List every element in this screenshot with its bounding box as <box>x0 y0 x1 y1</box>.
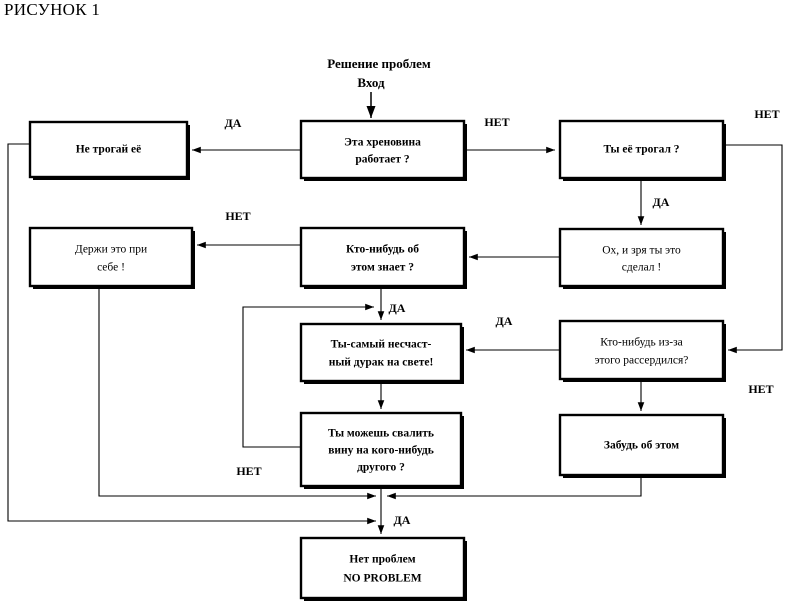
edge-dont-touch-return-bus <box>7 143 376 525</box>
node-blame-someone-line-2: вину на кого-нибудь <box>328 445 434 457</box>
edge-label-no-did-you-touch: НЕТ <box>484 115 509 129</box>
node-no-problem[interactable]: Нет проблем NO PROBLEM <box>299 536 467 601</box>
edge-forget-it-to-final-junction <box>387 475 642 500</box>
edge-blame-someone-no-loop <box>242 303 374 448</box>
node-unhappy-fool-line-2: ный дурак на свете! <box>329 357 434 369</box>
node-forget-it-line-1: Забудь об этом <box>604 440 679 452</box>
edge-label-yes-shouldnt-have: ДА <box>653 195 670 209</box>
edge-label-no-keep-to-yourself: НЕТ <box>225 209 250 223</box>
node-works-line-2: работает ? <box>355 154 410 166</box>
diagram-entry-label: Вход <box>357 75 385 90</box>
node-did-you-touch[interactable]: Ты её трогал ? <box>558 119 726 181</box>
node-forget-it[interactable]: Забудь об этом <box>558 413 726 478</box>
node-dont-touch-line-1: Не трогай её <box>76 144 142 156</box>
node-blame-someone[interactable]: Ты можешь свалить вину на кого-нибудь др… <box>299 411 464 489</box>
edge-label-no-far-right-top: НЕТ <box>754 107 779 121</box>
node-keep-to-yourself-line-2: себе ! <box>97 262 125 274</box>
node-no-problem-line-2: NO PROBLEM <box>343 573 421 585</box>
node-anyone-knows-line-2: этом знает ? <box>351 262 414 274</box>
node-unhappy-fool[interactable]: Ты-самый несчаст- ный дурак на свете! <box>299 322 464 384</box>
node-dont-touch[interactable]: Не трогай её <box>28 120 190 180</box>
edge-keep-to-yourself-to-bottom-bus <box>98 286 376 500</box>
node-blame-someone-line-3: другого ? <box>357 462 405 474</box>
node-shouldnt-have-line-2: сделал ! <box>622 262 661 274</box>
node-keep-to-yourself-line-1: Держи это при <box>75 244 147 256</box>
node-shouldnt-have-line-1: Ох, и зря ты это <box>602 245 681 257</box>
node-keep-to-yourself[interactable]: Держи это при себе ! <box>28 226 195 289</box>
edge-label-yes-anyone-angry: ДА <box>496 314 513 328</box>
edge-label-group: ДА НЕТ НЕТ ДА НЕТ ДА ДА НЕТ НЕТ ДА <box>225 107 780 527</box>
edge-label-no-anyone-angry: НЕТ <box>748 382 773 396</box>
node-works[interactable]: Эта хреновина работает ? <box>299 119 467 181</box>
node-shouldnt-have[interactable]: Ох, и зря ты это сделал ! <box>558 227 726 289</box>
node-anyone-knows[interactable]: Кто-нибудь об этом знает ? <box>299 226 467 289</box>
edge-label-no-blame-someone: НЕТ <box>236 464 261 478</box>
node-did-you-touch-line-1: Ты её трогал ? <box>603 144 679 156</box>
node-anyone-angry-line-1: Кто-нибудь из-за <box>600 337 683 349</box>
node-works-line-1: Эта хреновина <box>344 137 421 149</box>
node-anyone-knows-line-1: Кто-нибудь об <box>346 244 419 256</box>
diagram-title: Решение проблем <box>327 56 431 71</box>
edge-label-yes-dont-touch: ДА <box>225 116 242 130</box>
edge-did-you-touch-no-to-anyone-angry <box>723 144 783 354</box>
node-no-problem-line-1: Нет проблем <box>349 554 415 566</box>
node-anyone-angry[interactable]: Кто-нибудь из-за этого рассердился? <box>558 319 726 382</box>
edge-label-yes-unhappy-fool: ДА <box>389 301 406 315</box>
figure-label: РИСУНОК 1 <box>4 0 101 19</box>
node-blame-someone-line-1: Ты можешь свалить <box>328 428 434 440</box>
node-unhappy-fool-line-1: Ты-самый несчаст- <box>331 339 432 351</box>
node-anyone-angry-line-2: этого рассердился? <box>595 355 689 367</box>
edge-group <box>7 92 783 534</box>
edge-label-yes-no-problem: ДА <box>394 513 411 527</box>
node-group: Эта хреновина работает ? Не трогай её Ты… <box>28 119 726 601</box>
